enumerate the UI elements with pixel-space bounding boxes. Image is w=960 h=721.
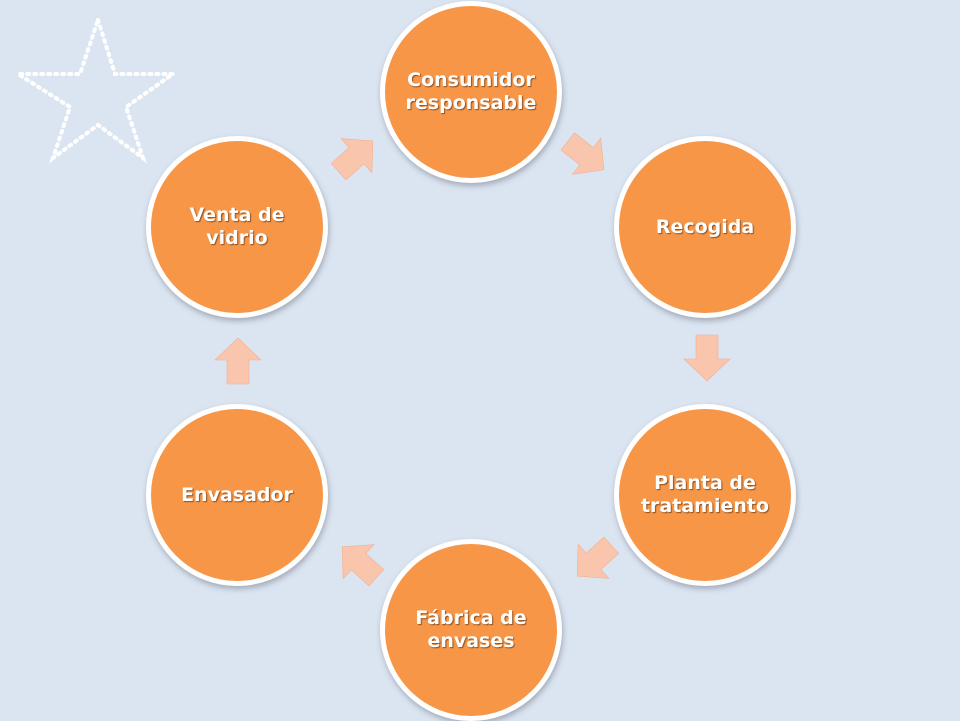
arrow-recogida-to-planta: [683, 334, 731, 382]
node-label: Planta de tratamiento: [640, 472, 770, 517]
node-label: Venta de vidrio: [189, 204, 285, 249]
arrow-envasador-to-venta: [214, 337, 262, 385]
node-label: Consumidor responsable: [405, 69, 537, 114]
node-venta-de-vidrio: Venta de vidrio: [146, 136, 328, 318]
arrow-venta-to-consumidor: [330, 138, 374, 181]
node-label: Recogida: [655, 215, 755, 238]
node-consumidor-responsable: Consumidor responsable: [380, 1, 562, 183]
node-envasador: Envasador: [146, 404, 328, 586]
arrow-planta-to-fabrica: [576, 536, 620, 579]
node-label: Fábrica de envases: [415, 607, 527, 652]
node-recogida: Recogida: [614, 136, 796, 318]
node-fabrica-de-envases: Fábrica de envases: [380, 539, 562, 721]
node-planta-de-tratamiento: Planta de tratamiento: [614, 404, 796, 586]
dotted-star-icon: [11, 13, 180, 164]
node-label: Envasador: [181, 483, 293, 506]
arrow-fabrica-to-envasador: [341, 544, 385, 587]
arrow-consumidor-to-recogida: [560, 132, 605, 175]
